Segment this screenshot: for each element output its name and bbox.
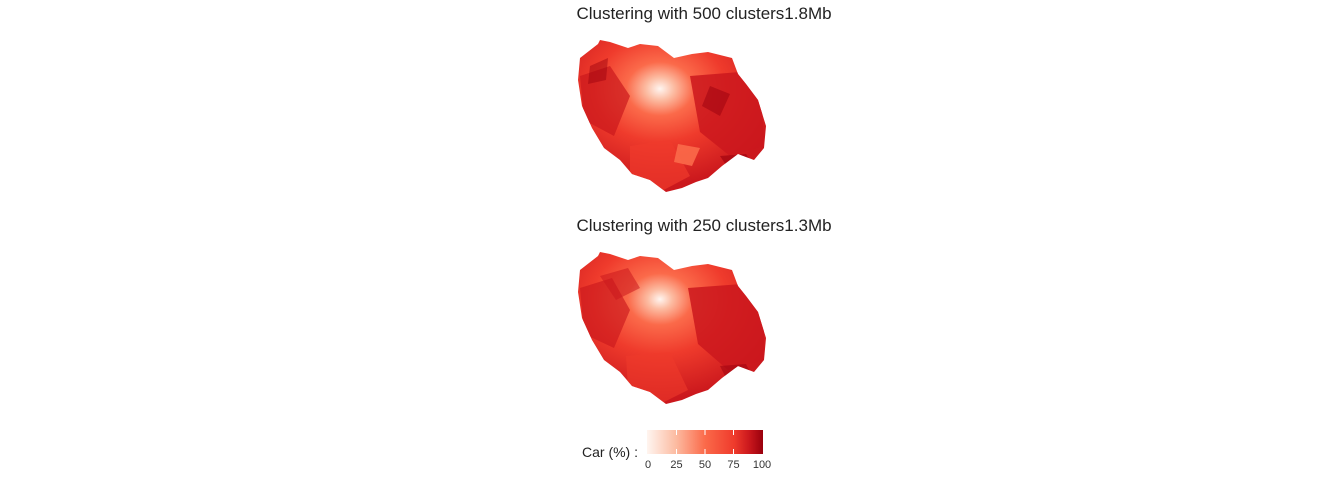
choropleth-map-500-clusters [578,40,766,192]
legend-color-bar [647,430,763,454]
legend-title: Car (%) : [582,444,638,460]
map-title-500: Clustering with 500 clusters1.8Mb [576,4,832,23]
legend-tick-label: 75 [727,459,740,471]
legend-tick-label: 25 [670,459,683,471]
legend-tick-label: 50 [698,459,712,471]
legend-tick-label: 0 [644,459,652,471]
map-title-250: Clustering with 250 clusters1.3Mb [576,216,832,235]
legend-tick-label: 100 [752,459,772,471]
choropleth-map-250-clusters [578,252,766,404]
